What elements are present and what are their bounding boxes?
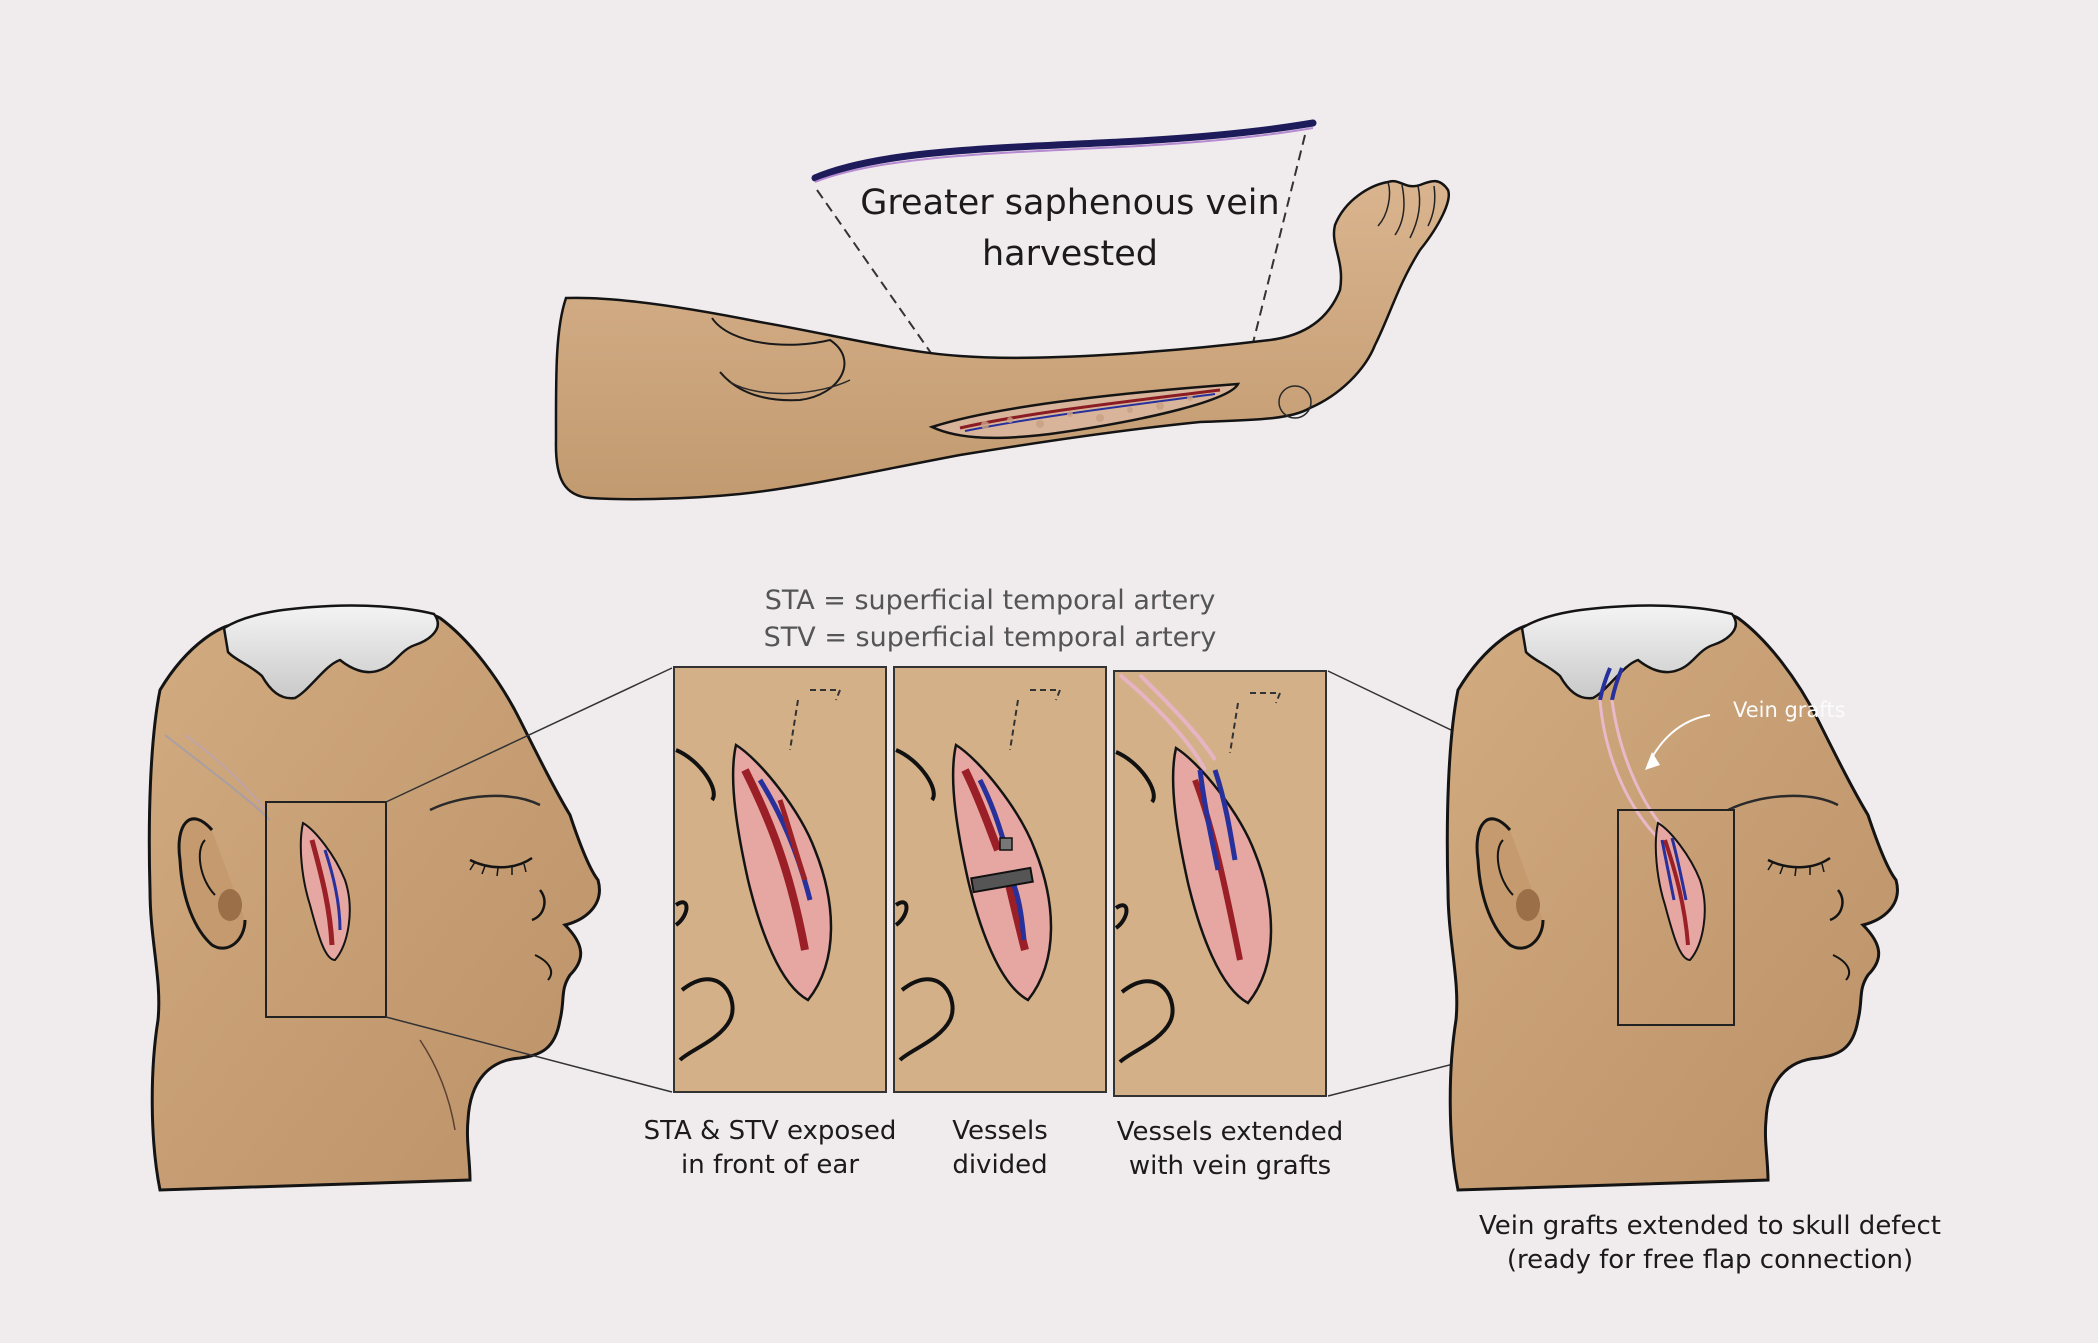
right-head-illustration xyxy=(1327,604,1899,1192)
key-line-1: STA = superficial temporal artery xyxy=(764,585,1216,616)
leg-caption-line-2: harvested xyxy=(982,233,1158,274)
panel-2-caption-line-1: Vessels xyxy=(952,1116,1048,1146)
panel-3-caption: Vessels extended with vein grafts xyxy=(1100,1116,1360,1184)
leg-illustration xyxy=(554,119,1450,501)
leg-caption-line-1: Greater saphenous vein xyxy=(860,183,1280,223)
panel-exposed xyxy=(673,666,887,1093)
key-line-2: STV = superficial temporal artery xyxy=(763,622,1217,654)
panel-2-caption-line-2: divided xyxy=(952,1149,1048,1180)
abbreviation-key: STA = superficial temporal artery STV = … xyxy=(740,582,1240,657)
right-head-caption-line-2: (ready for free flap connection) xyxy=(1506,1244,1914,1275)
panel-3-caption-line-1: Vessels extended xyxy=(1116,1117,1344,1147)
panel-extended xyxy=(1113,670,1327,1097)
left-head-illustration xyxy=(147,604,673,1192)
panel-1-caption-line-1: STA & STV exposed xyxy=(643,1116,897,1146)
right-skull-defect xyxy=(1520,604,1738,700)
right-head-caption-line-1: Vein grafts extended to skull defect xyxy=(1479,1211,1941,1241)
right-zoom-box xyxy=(1617,809,1735,1026)
panel-3-caption-line-2: with vein grafts xyxy=(1128,1150,1332,1181)
harvested-vein xyxy=(811,119,1317,182)
vessel-clamp xyxy=(970,866,1034,894)
panel-2-caption: Vessels divided xyxy=(900,1115,1100,1183)
right-head-caption: Vein grafts extended to skull defect (re… xyxy=(1450,1210,1970,1278)
leg-caption: Greater saphenous vein harvested xyxy=(820,178,1320,280)
leg xyxy=(554,179,1450,501)
panel-1-caption: STA & STV exposed in front of ear xyxy=(640,1115,900,1183)
projection-line-right xyxy=(1239,134,1306,396)
panel-1-caption-line-2: in front of ear xyxy=(680,1149,860,1180)
left-skull-defect xyxy=(222,604,440,700)
left-zoom-box xyxy=(265,801,387,1018)
vein-grafts-callout: Vein grafts xyxy=(1733,698,1846,722)
panel-divided xyxy=(893,666,1107,1093)
